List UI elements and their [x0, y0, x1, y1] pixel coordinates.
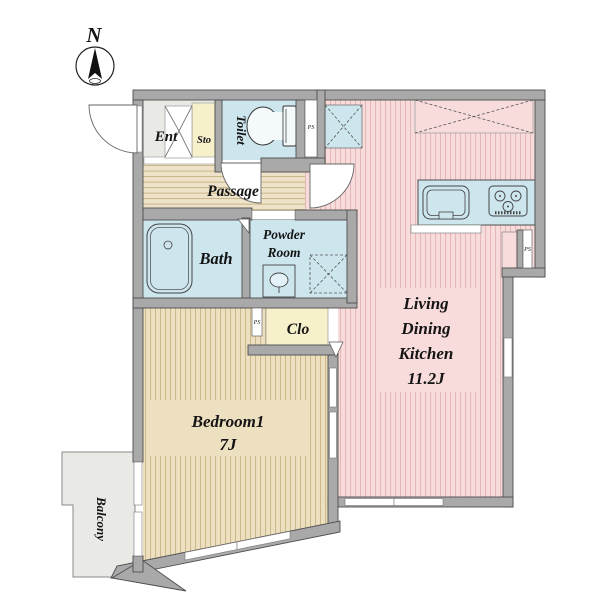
ps-shaft-right [522, 229, 533, 269]
bath-label: Bath [198, 249, 232, 268]
wall-ent-toilet-divider [214, 99, 223, 173]
wall-clo-bottom [247, 344, 339, 356]
passage-label: Passage [207, 183, 259, 200]
kitchen-stove [488, 185, 528, 217]
kitchen-sink [422, 185, 470, 220]
storage-floor [191, 102, 216, 159]
north-label: N [85, 23, 102, 47]
clo-floor [265, 307, 329, 346]
closet-bifold-door [164, 105, 193, 159]
ps-shaft-middle [251, 307, 263, 337]
ldk-bottom-window-2 [393, 498, 444, 506]
wall-bath-bottom [132, 297, 358, 309]
openings [88, 99, 533, 561]
ps-shaft-top [304, 99, 318, 158]
toilet-bowl [246, 105, 297, 147]
wall-corner-wedge [110, 559, 187, 592]
ps-right-label: PS [523, 247, 531, 253]
bedroom-label-patch [150, 400, 308, 456]
counter-return [501, 231, 518, 269]
wall-powder-ldk [346, 209, 358, 304]
powder-label-line2: Room [266, 245, 300, 260]
toilet-door [220, 162, 262, 204]
bedroom-ldk-slider-2 [329, 411, 337, 459]
compass: N [75, 23, 115, 86]
powder-room-threshold [251, 210, 296, 220]
wall-toilet-right [295, 99, 306, 161]
powder-label-line1: Powder [263, 227, 306, 242]
ldk-bottom-window-1 [344, 498, 395, 506]
overhead-cupboard [414, 99, 534, 134]
wall-top [132, 89, 546, 101]
ent-label: Ent [154, 129, 178, 145]
entrance-door [88, 104, 138, 154]
bedroom-size-label: 7J [220, 435, 238, 454]
balcony-label: Balcony [94, 496, 109, 541]
toilet-label: Toilet [234, 115, 249, 145]
counter-edge [410, 224, 482, 234]
room-labels: Ent Sto Toilet Passage Bath Powder Room … [94, 115, 531, 541]
wall-right-of-ps [316, 89, 326, 164]
compass-needle [88, 48, 102, 79]
ldk-right-window [503, 337, 513, 378]
wall-right-upper [534, 99, 546, 278]
wall-left [132, 99, 144, 463]
ldk-label-line1: Living [402, 294, 449, 313]
wall-passage-bath [142, 207, 253, 221]
bedroom-label: Bedroom1 [191, 412, 265, 431]
ldk-label-line3: Kitchen [398, 344, 454, 363]
refrigerator-space [324, 104, 363, 149]
sto-label: Sto [197, 135, 211, 146]
balcony-window-2 [133, 511, 143, 557]
wall-kitchen-ps [516, 229, 524, 269]
ldk-size-label: 11.2J [407, 369, 445, 388]
fixtures [146, 99, 536, 298]
bath-door-marker [237, 218, 250, 235]
kitchen-counter [410, 179, 536, 234]
ps-top-label: PS [307, 125, 315, 131]
washbasin [262, 264, 296, 298]
clo-door-marker [328, 341, 344, 358]
compass-base [89, 78, 101, 84]
ldk-label-patch [376, 288, 478, 392]
bathtub [146, 223, 193, 294]
slant-window-2 [236, 530, 291, 550]
ldk-door [309, 163, 355, 209]
wall-right-step [501, 267, 546, 278]
ldk-label-line2: Dining [400, 319, 451, 338]
balcony-window-1 [133, 461, 143, 506]
clo-label: Clo [287, 321, 310, 338]
wall-left-bottom-stub [132, 555, 144, 573]
bedroom-ldk-slider-1 [329, 367, 337, 408]
wall-right-lower [502, 276, 514, 508]
washing-machine-space [309, 254, 348, 294]
ps-middle-label: PS [253, 320, 261, 326]
